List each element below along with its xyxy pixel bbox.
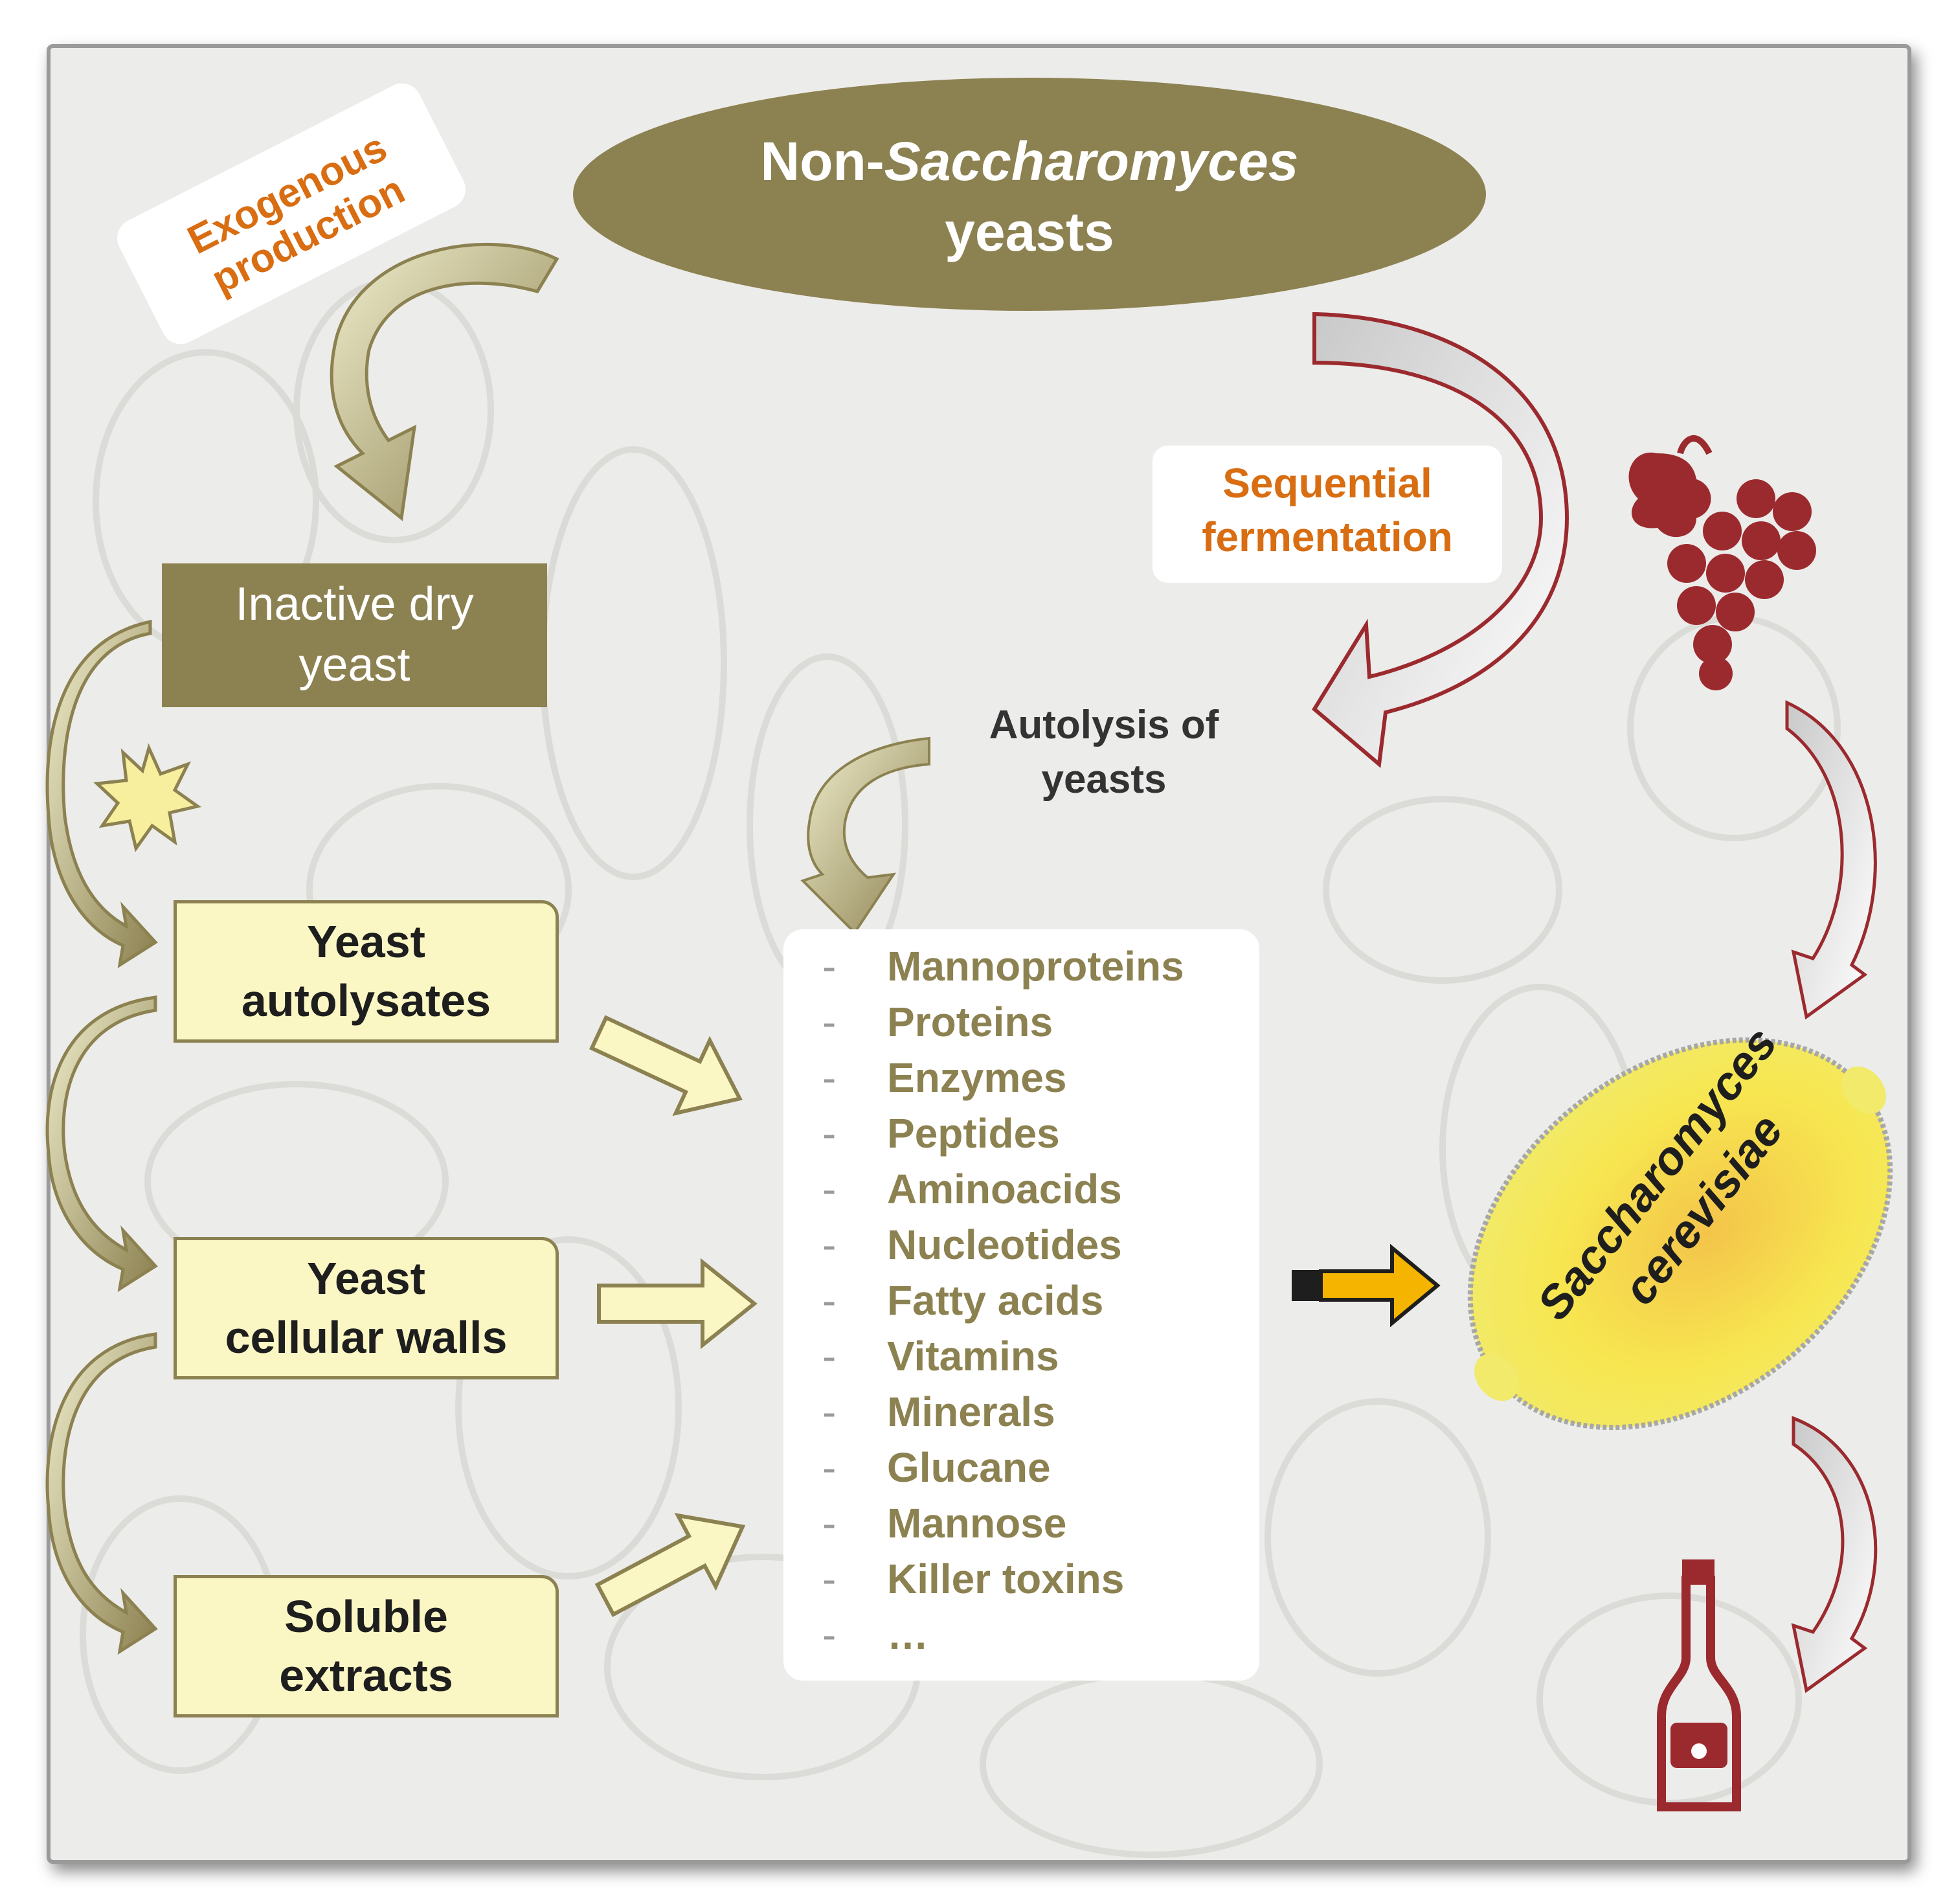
autolysates-line1: Yeast bbox=[307, 916, 425, 967]
product-bullet: - bbox=[822, 1054, 837, 1101]
product-bullet: - bbox=[822, 943, 837, 990]
product-bullet: - bbox=[822, 1277, 837, 1324]
product-bullet: - bbox=[822, 1110, 837, 1157]
product-bullet: - bbox=[822, 1221, 837, 1268]
product-label: Nucleotides bbox=[887, 1221, 1122, 1268]
autolysis-line1: Autolysis of bbox=[989, 703, 1219, 747]
product-bullet: - bbox=[822, 1556, 837, 1602]
wine-bottle-icon bbox=[1657, 1559, 1741, 1811]
product-item: - Aminoacids bbox=[822, 1165, 1122, 1213]
product-item: - Nucleotides bbox=[822, 1221, 1122, 1269]
product-label: Enzymes bbox=[887, 1054, 1067, 1101]
cellular-walls-line1: Yeast bbox=[307, 1253, 425, 1304]
product-label: Fatty acids bbox=[887, 1277, 1104, 1324]
chain-arrow-2 bbox=[45, 995, 158, 1293]
sequential-curved-arrow bbox=[1312, 312, 1569, 768]
sequential-label-bubble bbox=[1152, 446, 1502, 583]
title-prefix: Non- bbox=[760, 131, 884, 192]
chain-arrow-3 bbox=[45, 1332, 158, 1655]
title-line2: yeasts bbox=[945, 201, 1114, 263]
yeast-cellular-walls-box: Yeast cellular walls bbox=[174, 1237, 559, 1379]
cellular-walls-line2: cellular walls bbox=[225, 1312, 508, 1363]
product-item: - Killer toxins bbox=[822, 1555, 1124, 1603]
autolysis-label: Autolysis of yeasts bbox=[932, 698, 1276, 806]
inactive-line2: yeast bbox=[298, 639, 410, 691]
diagram-title: Non-Saccharomyces yeasts bbox=[673, 126, 1386, 267]
product-item: - Mannose bbox=[822, 1499, 1066, 1547]
inactive-dry-yeast-box: Inactive dry yeast bbox=[162, 563, 547, 707]
inactive-line1: Inactive dry bbox=[235, 578, 474, 631]
cell-to-wine-arrow bbox=[1791, 1416, 1878, 1694]
products-to-cell-arrow bbox=[1292, 1243, 1441, 1328]
soluble-line2: extracts bbox=[279, 1650, 453, 1701]
product-label: Vitamins bbox=[887, 1333, 1059, 1379]
autolysates-line2: autolysates bbox=[241, 975, 491, 1026]
product-item: - Glucane bbox=[822, 1444, 1051, 1491]
autolysis-line2: yeasts bbox=[1041, 756, 1167, 802]
product-bullet: - bbox=[822, 1500, 837, 1547]
yeast-autolysates-box: Yeast autolysates bbox=[174, 900, 559, 1043]
title-ellipse bbox=[573, 78, 1486, 311]
grape-to-cell-arrow bbox=[1785, 700, 1877, 1020]
product-label: Glucane bbox=[887, 1444, 1051, 1491]
product-label: Proteins bbox=[887, 999, 1053, 1045]
product-label: Killer toxins bbox=[887, 1556, 1125, 1602]
product-bullet: - bbox=[822, 1611, 837, 1658]
product-item: - Fatty acids bbox=[822, 1276, 1103, 1324]
soluble-line1: Soluble bbox=[284, 1591, 448, 1642]
product-bullet: - bbox=[822, 1333, 837, 1379]
starburst-icon bbox=[93, 743, 201, 852]
product-label: Peptides bbox=[887, 1110, 1060, 1157]
product-label: Minerals bbox=[887, 1388, 1055, 1435]
product-item: -… bbox=[822, 1611, 928, 1659]
exogenous-curved-arrow bbox=[330, 243, 559, 521]
product-item: - Proteins bbox=[822, 998, 1053, 1046]
product-bullet: - bbox=[822, 999, 837, 1045]
exogenous-label-bubble bbox=[117, 83, 466, 345]
sequential-line1: Sequential bbox=[1222, 460, 1432, 506]
sequential-label: Sequential fermentation bbox=[1152, 457, 1502, 564]
product-label: Mannose bbox=[887, 1500, 1067, 1547]
block-arrow-2 bbox=[597, 1258, 758, 1350]
product-item: - Mannoproteins bbox=[822, 942, 1184, 990]
product-item: - Enzymes bbox=[822, 1054, 1066, 1102]
sequential-line2: fermentation bbox=[1202, 514, 1453, 561]
product-item: - Peptides bbox=[822, 1109, 1060, 1157]
product-bullet: - bbox=[822, 1444, 837, 1491]
product-label: Aminoacids bbox=[887, 1166, 1122, 1212]
product-item: - Minerals bbox=[822, 1388, 1055, 1436]
block-arrow-3 bbox=[594, 1513, 746, 1618]
chain-arrow-1 bbox=[45, 619, 158, 969]
product-item: - Vitamins bbox=[822, 1332, 1059, 1380]
product-bullet: - bbox=[822, 1388, 837, 1435]
product-label: … bbox=[887, 1611, 928, 1658]
autolysis-curved-arrow bbox=[800, 736, 930, 935]
soluble-extracts-box: Soluble extracts bbox=[174, 1575, 559, 1717]
grapes-icon bbox=[1628, 435, 1816, 690]
saccharomyces-cell-icon bbox=[1467, 1037, 1893, 1431]
product-label: Mannoproteins bbox=[887, 943, 1184, 990]
product-bullet: - bbox=[822, 1166, 837, 1212]
block-arrow-1 bbox=[589, 1015, 743, 1116]
products-panel: - Mannoproteins - Proteins - Enzymes - Peptides… bbox=[783, 929, 1259, 1681]
title-italic: Saccharomyces bbox=[884, 131, 1299, 192]
